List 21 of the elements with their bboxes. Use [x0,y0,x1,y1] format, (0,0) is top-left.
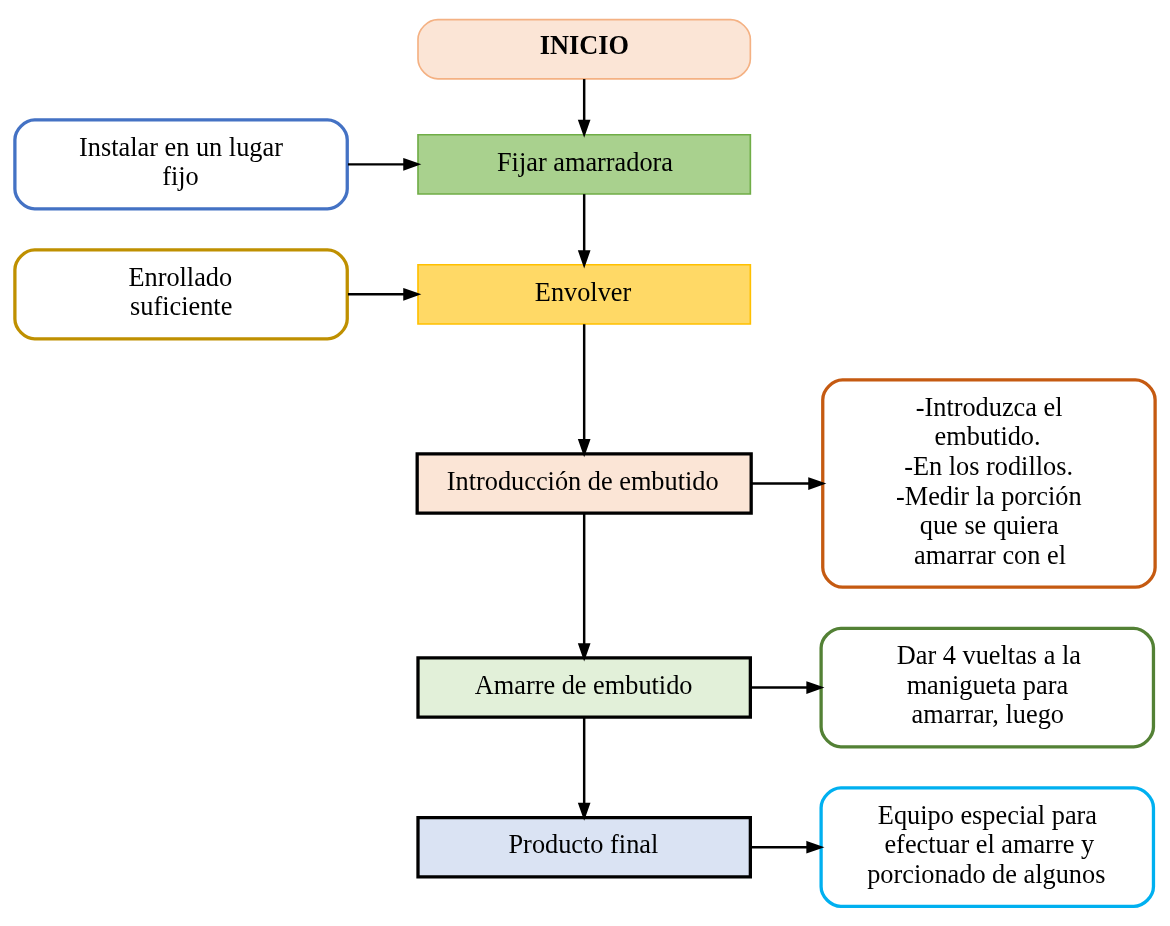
arrow [577,717,591,821]
node-box: Equipo especial para efectuar el amarre y porcionado de algunos [819,786,1156,909]
arrow [751,840,825,854]
node-box: Fijar amarradora [417,133,752,195]
arrow [577,324,591,458]
arrow [577,79,591,138]
arrow [577,513,591,662]
arrow [348,288,422,301]
node-box: Instalar en un lugar fijo [13,118,349,211]
arrow [751,477,827,490]
node-box: Producto final [416,815,752,879]
node-box: INICIO [417,18,752,80]
node-box: Dar 4 vueltas a la manigueta para amarrar, luego [819,626,1156,749]
node-box: -Introduzca el embutido. -En los rodillos. -Medir la porción que se quiera amarrar con el [821,378,1157,589]
node-box: Introducción de embutido [415,452,753,515]
node-box: Envolver [417,263,752,325]
node-box: Amarre de embutido [416,656,752,719]
arrow [751,681,825,694]
arrow [577,194,591,269]
arrow [348,158,422,171]
node-box: Enrollado suficiente [13,248,349,341]
